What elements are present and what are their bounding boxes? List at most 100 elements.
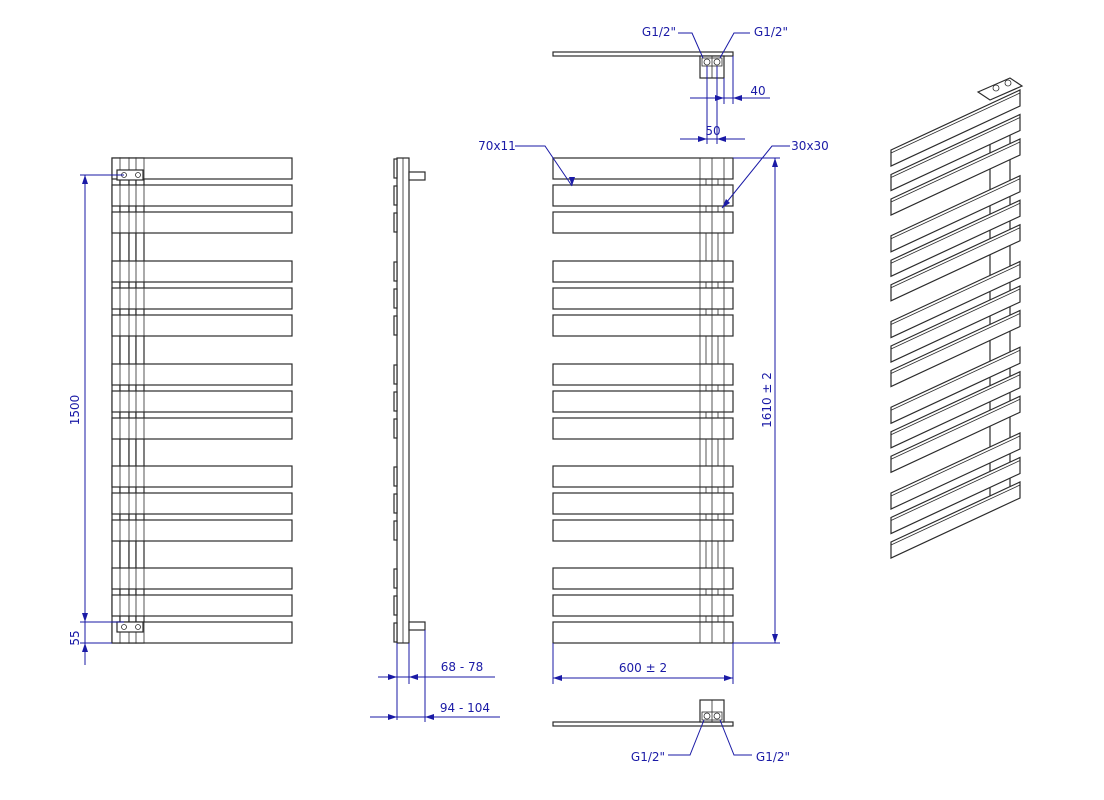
side-bar-end	[393, 568, 398, 589]
front-bar	[111, 211, 293, 234]
iso-bar-edge	[890, 227, 1021, 289]
top-plate	[552, 51, 734, 57]
iso-connector-hole	[992, 84, 1000, 92]
front-bracket	[116, 621, 144, 633]
front-bar	[111, 465, 293, 488]
bottom-thread-right	[713, 712, 721, 720]
front-bar	[111, 184, 293, 207]
rear-bar	[552, 287, 734, 310]
label-70x11: 70x11	[478, 139, 516, 153]
dim-arrow	[715, 95, 724, 101]
side-bar-end	[393, 212, 398, 233]
side-bar-end	[393, 520, 398, 541]
front-bar	[111, 314, 293, 337]
dim-1500: 1500	[68, 395, 82, 426]
isometric-view	[890, 77, 1024, 559]
leader-top-right	[719, 32, 750, 59]
iso-bar-edge	[890, 117, 1021, 178]
iso-bar-edge	[890, 484, 1021, 546]
front-bracket-hole	[121, 624, 127, 630]
rear-bar	[552, 567, 734, 590]
side-bar-end	[393, 261, 398, 282]
side-bar-end	[393, 595, 398, 616]
rear-bar	[552, 621, 734, 644]
dim-arrow	[425, 714, 434, 720]
dim-600: 600 ± 2	[619, 661, 667, 675]
iso-bar-edge	[890, 178, 1021, 240]
side-top-connector	[408, 171, 426, 181]
leader-top-left	[678, 32, 704, 59]
iso-bar-edge	[890, 374, 1021, 436]
iso-bar	[890, 89, 1021, 167]
dim-50: 50	[705, 124, 720, 138]
leader-bottom-right	[719, 719, 752, 756]
label-top-left-thread: G1/2"	[642, 25, 676, 39]
dim-40: 40	[750, 84, 765, 98]
top-connection-view	[552, 51, 734, 79]
dim-arrow	[717, 136, 726, 142]
top-thread-right	[713, 58, 721, 66]
front-bar	[111, 390, 293, 413]
side-bar-end	[393, 288, 398, 309]
iso-bar	[890, 370, 1021, 449]
side-bar-end	[393, 185, 398, 206]
front-bar	[111, 417, 293, 440]
iso-bar	[890, 395, 1021, 474]
iso-bar	[890, 138, 1021, 216]
top-thread-left	[703, 58, 711, 66]
side-bar-end	[393, 466, 398, 487]
rear-bar	[552, 390, 734, 413]
rear-bar	[552, 211, 734, 234]
rear-bar	[552, 157, 734, 180]
iso-bar	[890, 456, 1021, 535]
leader-bottom-left	[668, 719, 705, 756]
dim-arrow	[698, 136, 707, 142]
rear-bar	[552, 465, 734, 488]
dim-arrow	[772, 158, 778, 167]
dim-arrow	[82, 613, 88, 622]
side-bar-end	[393, 622, 398, 643]
dim-arrow	[82, 175, 88, 184]
iso-bar-edge	[890, 349, 1021, 411]
rear-bar	[552, 519, 734, 542]
front-bracket-hole	[135, 624, 141, 630]
iso-bar	[890, 309, 1021, 388]
rear-bar	[552, 417, 734, 440]
dim-arrow	[82, 643, 88, 652]
iso-bar	[890, 174, 1021, 253]
iso-bar	[890, 223, 1021, 302]
label-bottom-left-thread: G1/2"	[631, 750, 665, 764]
bottom-connection-view	[552, 699, 734, 727]
front-bar	[111, 621, 293, 644]
side-bar-end	[393, 418, 398, 439]
rear-bar	[552, 363, 734, 386]
rear-bar	[552, 492, 734, 515]
label-30x30: 30x30	[791, 139, 829, 153]
iso-connector-hole	[1004, 79, 1012, 87]
side-bottom-connector	[408, 621, 426, 631]
dim-arrow	[388, 674, 397, 680]
dim-arrow	[733, 95, 742, 101]
iso-bar-edge	[890, 92, 1021, 154]
dim-1610: 1610 ± 2	[760, 372, 774, 428]
front-view	[111, 157, 293, 644]
iso-bar	[890, 432, 1021, 510]
side-bar-end	[393, 391, 398, 412]
side-bar-end	[393, 315, 398, 336]
iso-bar-edge	[890, 288, 1021, 350]
iso-bar-edge	[890, 141, 1021, 203]
front-bar	[111, 287, 293, 310]
rear-bar	[552, 184, 734, 207]
iso-bar	[890, 346, 1021, 425]
front-bar	[111, 519, 293, 542]
leader-70x11	[515, 145, 573, 187]
side-bar-end	[393, 158, 398, 179]
dim-arrow	[772, 634, 778, 643]
iso-bar-edge	[890, 313, 1021, 374]
iso-bar-edge	[890, 264, 1021, 325]
side-view	[393, 157, 426, 644]
front-bar	[111, 363, 293, 386]
iso-bar	[890, 481, 1021, 559]
dimension-lines	[80, 32, 790, 756]
rear-view	[552, 157, 734, 644]
